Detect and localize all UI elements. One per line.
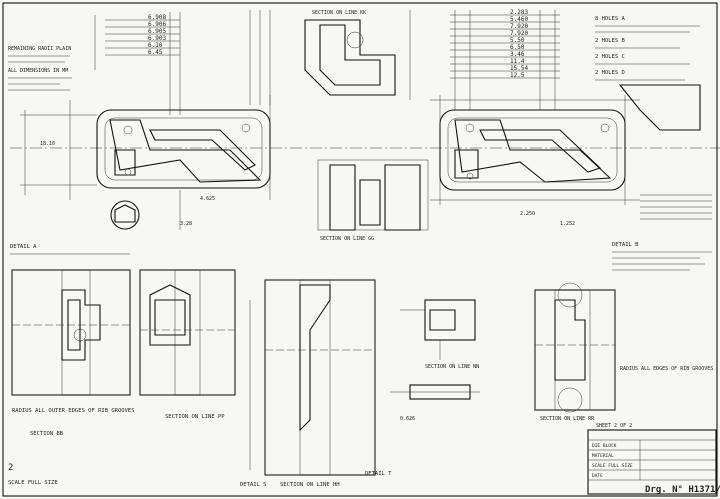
- notes-right: DETAIL B: [612, 194, 712, 271]
- plan-view-right: 2.250 1.252: [430, 95, 640, 227]
- dim-label: 6.908: [148, 14, 166, 21]
- notes-top-left: REMAINING RADII PLAIN ALL DIMENSIONS IN …: [8, 46, 72, 91]
- dim-label: 6.903: [148, 35, 166, 42]
- note-remaining-radius: REMAINING RADII PLAIN: [8, 46, 71, 52]
- dim-label: 5.50: [510, 37, 525, 44]
- notes-top-right: 8 HOLES A 2 HOLES B 2 HOLES C 2 HOLES D: [595, 16, 701, 131]
- note-radius-outer: RADIUS ALL OUTER EDGES OF RIB GROOVES: [12, 408, 135, 414]
- section-label: SECTION BB: [30, 431, 64, 437]
- dim-label: 18.10: [40, 141, 55, 147]
- dim-label: 1.252: [560, 221, 575, 227]
- plan-view-left: 18.10 4.625 3.28: [10, 95, 720, 230]
- dim-label: 0.626: [400, 416, 415, 422]
- dim-label: 3.46: [510, 51, 525, 58]
- detail-a: DETAIL A: [10, 200, 140, 255]
- title-row: MATERIAL: [592, 453, 614, 459]
- dim-label: 2.250: [520, 211, 535, 217]
- section-label: SECTION ON LINE KK: [312, 10, 366, 16]
- title-row: SCALE FULL SIZE: [592, 463, 633, 469]
- detail-label: DETAIL B: [612, 242, 639, 248]
- dim-label: 12.5: [510, 72, 525, 79]
- note-holes-a: 8 HOLES A: [595, 16, 625, 22]
- note-all-dimensions: ALL DIMENSIONS IN MM: [8, 68, 68, 74]
- top-right-dimensions: 2.283 5.460 7.920 7.920 5.50 6.50 3.46 1…: [450, 9, 560, 110]
- scale-note: 2 SCALE FULL SIZE: [8, 463, 58, 486]
- dim-label: 7.920: [510, 30, 528, 37]
- dim-label: 6.45: [148, 49, 163, 56]
- section-label: SECTION ON LINE GG: [320, 236, 374, 242]
- scale-text: SCALE FULL SIZE: [8, 480, 58, 486]
- note-holes-d: 2 HOLES D: [595, 70, 625, 76]
- section-label: SECTION ON LINE HH: [280, 482, 340, 488]
- section-nn: SECTION ON LINE NN 0.626: [390, 299, 480, 422]
- dim-label: 6.50: [510, 44, 525, 51]
- dim-label: 3.28: [180, 221, 192, 227]
- dim-label: 4.625: [200, 196, 215, 202]
- detail-label: DETAIL A: [10, 244, 37, 250]
- title-block: SHEET 2 OF 2 DIE BLOCK MATERIAL SCALE FU…: [587, 423, 720, 495]
- section-bb: RADIUS ALL OUTER EDGES OF RIB GROOVES SE…: [11, 269, 135, 437]
- title-row: DATE: [592, 473, 603, 479]
- dim-label: 6.905: [148, 28, 166, 35]
- section-label: SECTION ON LINE PP: [165, 414, 225, 420]
- dim-label: 5.460: [510, 16, 528, 23]
- detail-label: DETAIL S: [240, 482, 267, 488]
- note-holes-c: 2 HOLES C: [595, 54, 625, 60]
- dim-label: 7.920: [510, 23, 528, 30]
- top-left-dimensions: 6.908 6.906 6.905 6.903 6.10 6.45: [94, 12, 181, 115]
- dim-label: 6.906: [148, 21, 166, 28]
- top-center-section: SECTION ON LINE KK: [249, 10, 411, 105]
- note-holes-b: 2 HOLES B: [595, 38, 625, 44]
- detail-label: DETAIL T: [365, 471, 392, 477]
- section-rr: SECTION ON LINE RR RADIUS ALL EDGES OF R…: [534, 282, 713, 422]
- page-number: 2: [8, 463, 13, 473]
- note-radius-all: RADIUS ALL EDGES OF RIB GROOVES: [620, 366, 713, 372]
- section-label: SECTION ON LINE RR: [540, 416, 595, 422]
- center-section-gg: SECTION ON LINE GG: [317, 159, 429, 242]
- sheet-note: SHEET 2 OF 2: [596, 423, 632, 429]
- dim-label: 11.4: [510, 58, 525, 65]
- dim-label: 15.54: [510, 65, 528, 72]
- dim-label: 6.10: [148, 42, 163, 49]
- dim-label: 2.283: [510, 9, 528, 16]
- drawing-number: Drg. N° H1371/2: [645, 485, 720, 495]
- section-label: SECTION ON LINE NN: [425, 364, 479, 370]
- section-pp: SECTION ON LINE PP: [139, 269, 236, 420]
- title-row: DIE BLOCK: [592, 443, 617, 449]
- section-hh: SECTION ON LINE HH DETAIL S DETAIL T: [240, 279, 392, 488]
